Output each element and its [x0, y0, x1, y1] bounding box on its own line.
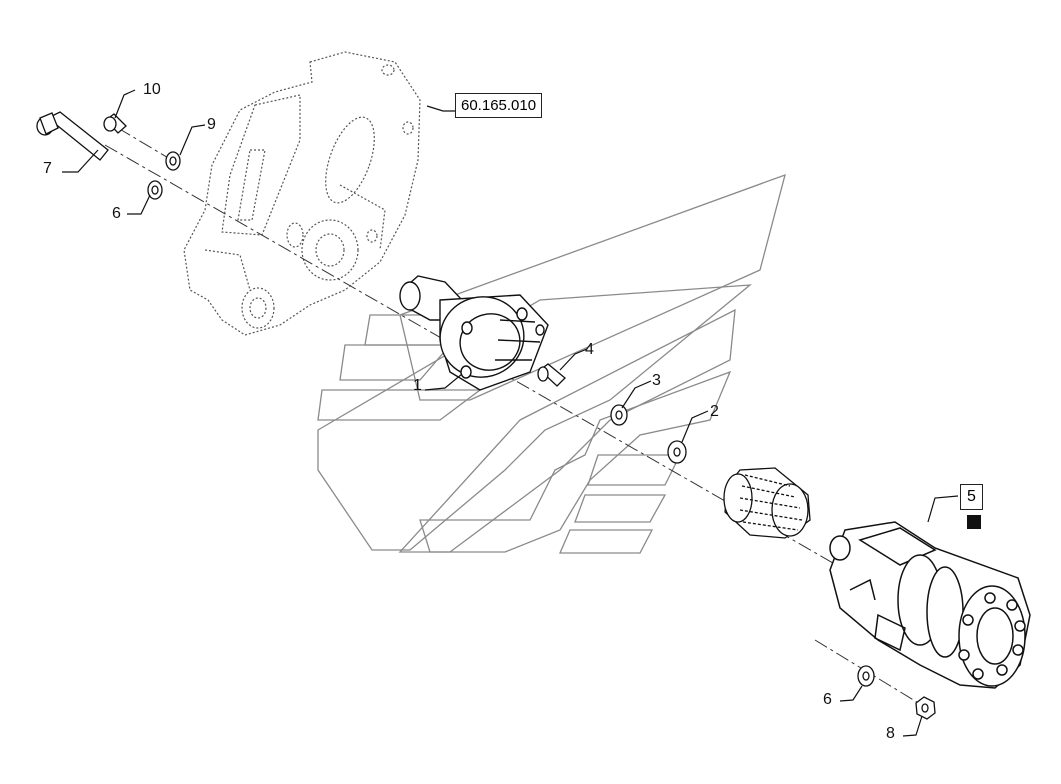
- callout-2-text: 2: [710, 403, 719, 420]
- callout-8-text: 8: [886, 725, 895, 742]
- callout-6-lower-text: 6: [823, 691, 832, 708]
- callout-5-text: 5: [967, 488, 976, 505]
- callout-4: 4: [585, 342, 594, 358]
- adapter-part-1: [399, 275, 549, 391]
- washer-part-2: [667, 440, 687, 464]
- leader-lines: [62, 89, 959, 737]
- washer-part-6-lower: [857, 665, 875, 687]
- callout-6-upper-text: 6: [112, 205, 121, 222]
- callout-3: 3: [652, 373, 661, 389]
- reference-label-text: 60.165.010: [461, 97, 537, 114]
- screw-part-10: [103, 113, 127, 134]
- callout-7: 7: [43, 161, 52, 177]
- callout-6-lower: 6: [823, 692, 832, 708]
- watermark-logo: [317, 173, 786, 554]
- filled-square-symbol: [967, 515, 981, 529]
- bolt-part-7: [36, 111, 109, 161]
- assembly-axis-lines: [104, 127, 931, 711]
- callout-1: 1: [413, 378, 422, 394]
- callout-2: 2: [710, 404, 719, 420]
- callout-8: 8: [886, 726, 895, 742]
- callout-3-text: 3: [652, 372, 661, 389]
- frame-housing-outline: [183, 51, 421, 336]
- nut-part-8: [915, 696, 936, 720]
- callout-10: 10: [143, 82, 161, 98]
- callout-7-text: 7: [43, 160, 52, 177]
- callout-10-text: 10: [143, 81, 161, 98]
- washer-part-9: [165, 151, 181, 171]
- callout-9-text: 9: [207, 116, 216, 133]
- callout-9: 9: [207, 117, 216, 133]
- hydraulic-motor-part-5: [829, 521, 1031, 689]
- callout-5-box[interactable]: 5: [960, 484, 983, 510]
- reference-label-box[interactable]: 60.165.010: [455, 93, 543, 118]
- splined-coupling: [723, 467, 811, 539]
- washer-part-3: [610, 404, 628, 426]
- callout-6-upper: 6: [112, 206, 121, 222]
- washer-part-6-upper: [147, 180, 163, 200]
- callout-1-text: 1: [413, 377, 422, 394]
- stud-part-4: [537, 363, 566, 387]
- callout-4-text: 4: [585, 341, 594, 358]
